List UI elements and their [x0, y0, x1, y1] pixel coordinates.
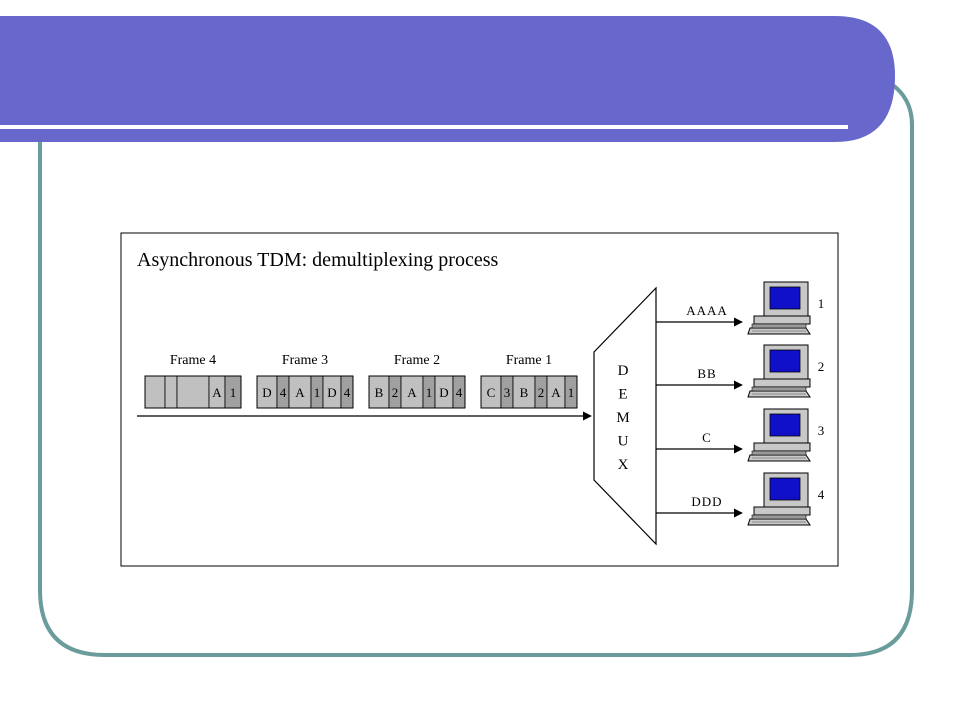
- cell-label: 2: [392, 385, 399, 400]
- cell-label: A: [407, 385, 417, 400]
- frame-cell: [164, 375, 178, 409]
- frame-label: Frame 4: [170, 353, 216, 368]
- output-channel: BB 2: [656, 344, 825, 398]
- computer-icon: [747, 472, 811, 526]
- output-number: 3: [818, 423, 825, 438]
- frame-label: Frame 1: [506, 353, 552, 368]
- cell-label: B: [520, 385, 529, 400]
- output-number: 2: [818, 359, 825, 374]
- output-channel: DDD 4: [656, 472, 825, 526]
- cell-label: 4: [280, 385, 287, 400]
- cell-label: D: [439, 385, 448, 400]
- banner-accent-line: [0, 125, 848, 129]
- computer-icon: [747, 408, 811, 462]
- frame-outline: [144, 375, 242, 409]
- computer-icon: [747, 281, 811, 335]
- output-channel: AAAA 1: [656, 281, 825, 335]
- demux-block: [593, 286, 657, 546]
- cell-label: 2: [538, 385, 545, 400]
- computer-icon: [747, 344, 811, 398]
- cell-label: 1: [230, 385, 237, 400]
- cell-label: C: [487, 385, 496, 400]
- cell-label: 1: [426, 385, 433, 400]
- demux-letter: U: [618, 434, 629, 450]
- output-label: C: [702, 430, 712, 445]
- cell-label: 4: [344, 385, 351, 400]
- cell-label: 1: [568, 385, 575, 400]
- cell-label: 3: [504, 385, 511, 400]
- demux-letter: E: [618, 387, 627, 403]
- output-label: BB: [697, 366, 716, 381]
- diagram-title: Asynchronous TDM: demultiplexing process: [137, 249, 498, 271]
- demux-letter: X: [618, 457, 629, 473]
- cell-label: 1: [314, 385, 321, 400]
- slide-border: [38, 78, 914, 657]
- cell-label: B: [375, 385, 384, 400]
- cell-label: D: [262, 385, 271, 400]
- cell-label: D: [327, 385, 336, 400]
- frame-label: Frame 2: [394, 353, 440, 368]
- cell-label: 4: [456, 385, 463, 400]
- frame-outline: [256, 375, 354, 409]
- cell-label: A: [295, 385, 305, 400]
- output-label: AAAA: [686, 303, 728, 318]
- slide-banner: [0, 16, 895, 142]
- frame-cell: [144, 375, 166, 409]
- output-label: DDD: [691, 494, 722, 509]
- cell-label: A: [212, 385, 222, 400]
- demux-letter: D: [618, 363, 629, 379]
- demux-letter: M: [616, 410, 629, 426]
- output-number: 1: [818, 296, 825, 311]
- output-number: 4: [818, 487, 825, 502]
- frame-outline: [368, 375, 466, 409]
- cell-label: A: [551, 385, 561, 400]
- frame-cell: [176, 375, 210, 409]
- frame-outline: [480, 375, 578, 409]
- frame-label: Frame 3: [282, 353, 328, 368]
